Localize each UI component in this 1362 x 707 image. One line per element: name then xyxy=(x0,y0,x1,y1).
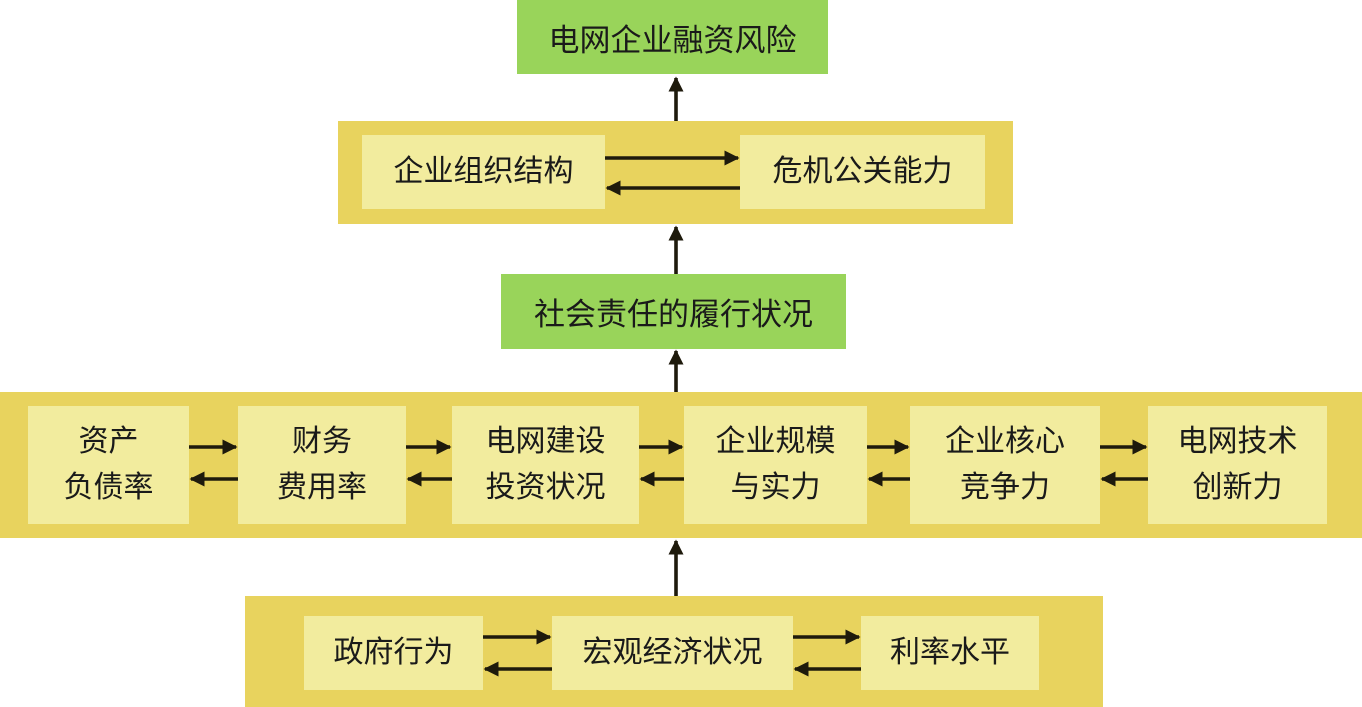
node-core-competitiveness: 企业核心 竞争力 xyxy=(910,406,1100,524)
node-financing-risk: 电网企业融资风险 xyxy=(517,0,828,74)
node-government: 政府行为 xyxy=(304,616,483,690)
node-grid-investment: 电网建设 投资状况 xyxy=(452,406,639,524)
node-crisis-pr: 危机公关能力 xyxy=(740,135,985,209)
band-financial-factors xyxy=(0,392,1362,538)
node-scale-strength: 企业规模 与实力 xyxy=(684,406,867,524)
node-macro-economy: 宏观经济状况 xyxy=(552,616,793,690)
node-org-structure: 企业组织结构 xyxy=(362,135,605,209)
node-financial-cost: 财务 费用率 xyxy=(238,406,406,524)
node-interest-rate: 利率水平 xyxy=(861,616,1039,690)
node-social-responsibility: 社会责任的履行状况 xyxy=(501,274,846,349)
node-grid-tech: 电网技术 创新力 xyxy=(1148,406,1327,524)
node-asset-liability: 资产 负债率 xyxy=(28,406,189,524)
